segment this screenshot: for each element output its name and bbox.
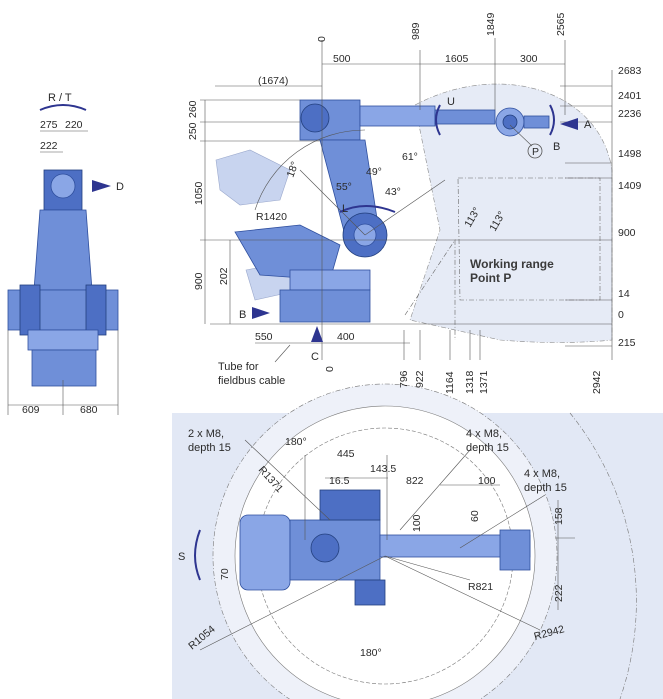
note-left-1: 2 x M8, bbox=[188, 428, 224, 440]
dim-1164: 1164 bbox=[444, 371, 456, 394]
arrow-c-label: C bbox=[311, 351, 319, 363]
dim-1605: 1605 bbox=[445, 53, 469, 65]
rt-rotation-arrow bbox=[39, 104, 87, 111]
point-p-label: P bbox=[532, 146, 539, 158]
angle-43: 43° bbox=[385, 186, 401, 198]
angle-180-bottom: 180° bbox=[360, 647, 382, 659]
top-view-robot bbox=[239, 489, 531, 606]
dim-70: 70 bbox=[219, 568, 231, 580]
angle-18: 18° bbox=[285, 160, 302, 179]
dim-1498: 1498 bbox=[618, 148, 642, 160]
dim-60: 60 bbox=[469, 510, 481, 522]
note-mid-2: depth 15 bbox=[466, 442, 509, 454]
arrow-b-icon bbox=[252, 307, 270, 319]
dim-900-right: 900 bbox=[618, 227, 636, 239]
note-mid-1: 4 x M8, bbox=[466, 428, 502, 440]
dim-2683: 2683 bbox=[618, 65, 642, 77]
working-range-label-1: Working range bbox=[470, 257, 554, 271]
dim-2236: 2236 bbox=[618, 108, 642, 120]
dim-1849: 1849 bbox=[485, 12, 497, 36]
side-dim-680: 680 bbox=[80, 404, 98, 416]
arrow-c-icon bbox=[311, 326, 323, 342]
dim-1371: 1371 bbox=[478, 370, 490, 394]
side-dim-275: 275 bbox=[40, 119, 58, 131]
angle-55: 55° bbox=[336, 181, 352, 193]
point-p-circle bbox=[527, 143, 543, 159]
working-range-label-2: Point P bbox=[470, 271, 511, 285]
dim-0-bottom: 0 bbox=[324, 366, 336, 372]
arrow-d-icon bbox=[92, 180, 111, 192]
arrow-l-label: L bbox=[342, 203, 348, 215]
dim-922: 922 bbox=[414, 370, 426, 388]
dim-2565: 2565 bbox=[555, 12, 567, 36]
dim-0-top: 0 bbox=[316, 36, 328, 42]
arrow-u-label: U bbox=[447, 96, 455, 108]
tube-label-2: fieldbus cable bbox=[218, 375, 285, 387]
dim-1050: 1050 bbox=[193, 181, 205, 205]
dim-250: 250 bbox=[187, 122, 199, 140]
dim-989: 989 bbox=[410, 22, 422, 40]
dim-260: 260 bbox=[187, 100, 199, 118]
dim-2401: 2401 bbox=[618, 90, 642, 102]
dim-550: 550 bbox=[255, 331, 273, 343]
note-right-2: depth 15 bbox=[524, 482, 567, 494]
dim-0-right: 0 bbox=[618, 309, 624, 321]
dim-14: 14 bbox=[618, 288, 630, 300]
dim-500: 500 bbox=[333, 53, 351, 65]
side-dim-220: 220 bbox=[65, 119, 83, 131]
radius-r821: R821 bbox=[468, 581, 493, 593]
arrow-s-label: S bbox=[178, 551, 185, 563]
arrow-d-label: D bbox=[116, 181, 124, 193]
dim-143-5: 143.5 bbox=[370, 463, 396, 475]
dim-900-left: 900 bbox=[193, 272, 205, 290]
dim-100-a: 100 bbox=[478, 475, 496, 487]
angle-49: 49° bbox=[366, 166, 382, 178]
dim-300: 300 bbox=[520, 53, 538, 65]
dim-822: 822 bbox=[406, 475, 424, 487]
top-view-r2942-arc bbox=[569, 412, 637, 699]
dim-1409: 1409 bbox=[618, 180, 642, 192]
dim-215: 215 bbox=[618, 337, 636, 349]
arrow-b-top-label: B bbox=[553, 141, 560, 153]
dim-1674: (1674) bbox=[258, 75, 288, 87]
dim-202: 202 bbox=[218, 267, 230, 285]
side-dim-222: 222 bbox=[40, 140, 58, 152]
tube-label-1: Tube for bbox=[218, 361, 259, 373]
dim-2942: 2942 bbox=[591, 370, 603, 394]
arrow-a-label: A bbox=[584, 119, 592, 131]
angle-61: 61° bbox=[402, 151, 418, 163]
side-view-robot bbox=[7, 169, 119, 387]
main-view-robot bbox=[234, 99, 550, 323]
arrow-a-icon bbox=[560, 118, 578, 130]
dim-100-b: 100 bbox=[411, 514, 423, 532]
dim-222-top: 222 bbox=[553, 584, 565, 602]
dim-445: 445 bbox=[337, 448, 355, 460]
rt-label: R / T bbox=[48, 92, 72, 104]
side-dim-609: 609 bbox=[22, 404, 40, 416]
radius-r1420: R1420 bbox=[256, 211, 287, 223]
dim-796: 796 bbox=[398, 370, 410, 388]
s-rotation-arrow bbox=[194, 529, 201, 581]
note-left-2: depth 15 bbox=[188, 442, 231, 454]
note-right-1: 4 x M8, bbox=[524, 468, 560, 480]
dim-16-5: 16.5 bbox=[329, 475, 350, 487]
dim-1318: 1318 bbox=[464, 370, 476, 394]
arrow-b-bottom-label: B bbox=[239, 309, 246, 321]
dim-400: 400 bbox=[337, 331, 355, 343]
angle-180-top: 180° bbox=[285, 436, 307, 448]
dim-158: 158 bbox=[553, 507, 565, 525]
